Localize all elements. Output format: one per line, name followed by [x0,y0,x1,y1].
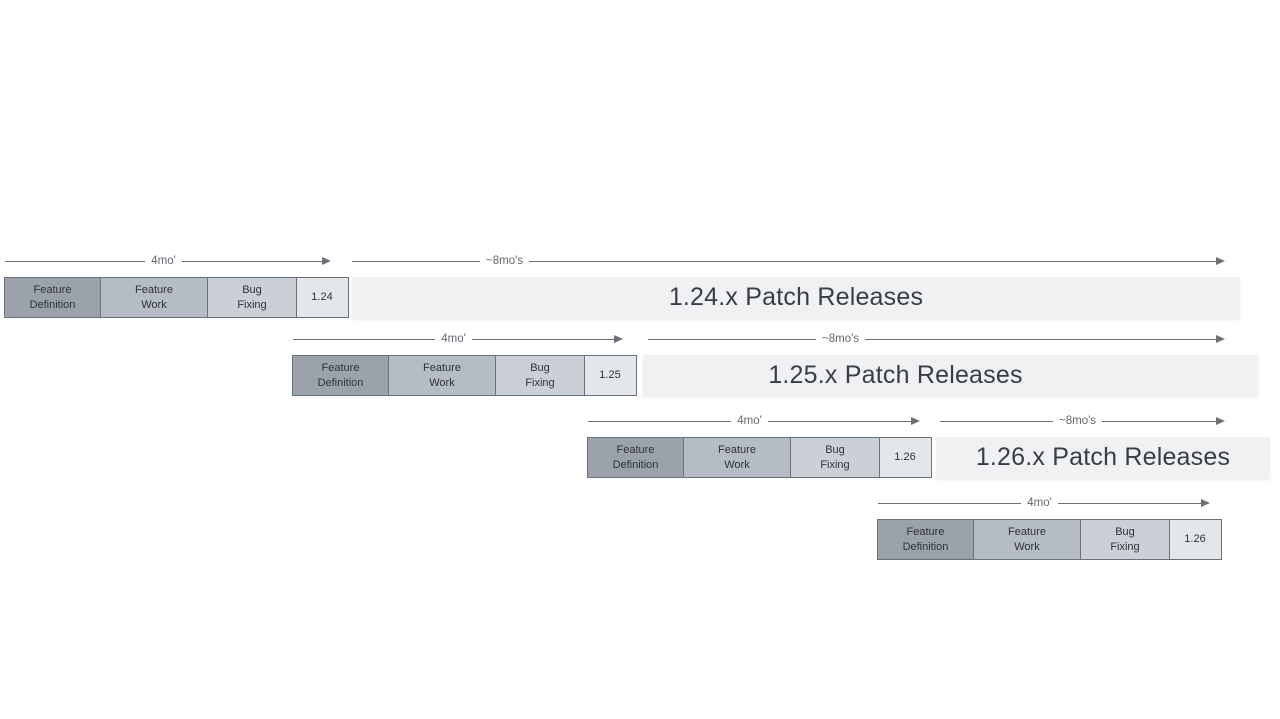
arrowhead-icon [322,257,332,265]
phase-box-feature-work: Feature Work [99,277,209,318]
arrowhead-icon [911,417,921,425]
version-box: 1.25 [583,355,637,396]
arrow-line [865,338,1216,340]
patch-duration-label: ~8mo's [486,255,524,267]
arrow-line [181,260,323,262]
patch-release-band: 1.25.x Patch Releases [643,355,1258,396]
cycle-duration-arrow: 4mo' [588,413,921,429]
arrowhead-icon [1216,335,1225,343]
arrow-line [878,502,1022,504]
arrow-line [940,420,1053,422]
arrow-line [352,260,480,262]
patch-release-band: 1.26.x Patch Releases [936,437,1270,478]
phase-box-feature-work: Feature Work [682,437,792,478]
phase-box-feature-definition: Feature Definition [292,355,389,396]
arrow-line [471,338,615,340]
arrow-line [293,338,436,340]
release-cycle-row: Feature Definition Feature Work Bug Fixi… [292,355,637,396]
patch-duration-arrow: ~8mo's [648,331,1225,347]
phase-box-bug-fixing: Bug Fixing [1080,519,1170,560]
patch-duration-label: ~8mo's [1059,415,1097,427]
arrow-line [1057,502,1202,504]
arrow-line [648,338,816,340]
arrow-line [529,260,1216,262]
phase-box-feature-work: Feature Work [387,355,497,396]
release-cycle-row: Feature Definition Feature Work Bug Fixi… [877,519,1222,560]
phase-box-bug-fixing: Bug Fixing [207,277,297,318]
arrow-line [1102,420,1216,422]
cycle-duration-arrow: 4mo' [878,495,1211,511]
arrowhead-icon [1216,257,1225,265]
arrowhead-icon [1201,499,1211,507]
phase-box-feature-definition: Feature Definition [587,437,684,478]
release-cycle-row: Feature Definition Feature Work Bug Fixi… [4,277,349,318]
cycle-duration-label: 4mo' [151,255,176,267]
cycle-duration-arrow: 4mo' [5,253,332,269]
patch-duration-arrow: ~8mo's [352,253,1225,269]
version-box: 1.26 [1168,519,1222,560]
arrow-line [767,420,912,422]
cycle-duration-arrow: 4mo' [293,331,624,347]
arrowhead-icon [1216,417,1225,425]
phase-box-bug-fixing: Bug Fixing [790,437,880,478]
patch-duration-arrow: ~8mo's [940,413,1225,429]
phase-box-bug-fixing: Bug Fixing [495,355,585,396]
version-box: 1.26 [878,437,932,478]
arrow-line [588,420,732,422]
patch-duration-label: ~8mo's [822,333,860,345]
phase-box-feature-definition: Feature Definition [877,519,974,560]
cycle-duration-label: 4mo' [737,415,762,427]
cycle-duration-label: 4mo' [1027,497,1052,509]
cycle-duration-label: 4mo' [441,333,466,345]
arrowhead-icon [614,335,624,343]
release-cycle-row: Feature Definition Feature Work Bug Fixi… [587,437,932,478]
phase-box-feature-definition: Feature Definition [4,277,101,318]
patch-release-band: 1.24.x Patch Releases [352,277,1240,318]
version-box: 1.24 [295,277,349,318]
phase-box-feature-work: Feature Work [972,519,1082,560]
arrow-line [5,260,146,262]
